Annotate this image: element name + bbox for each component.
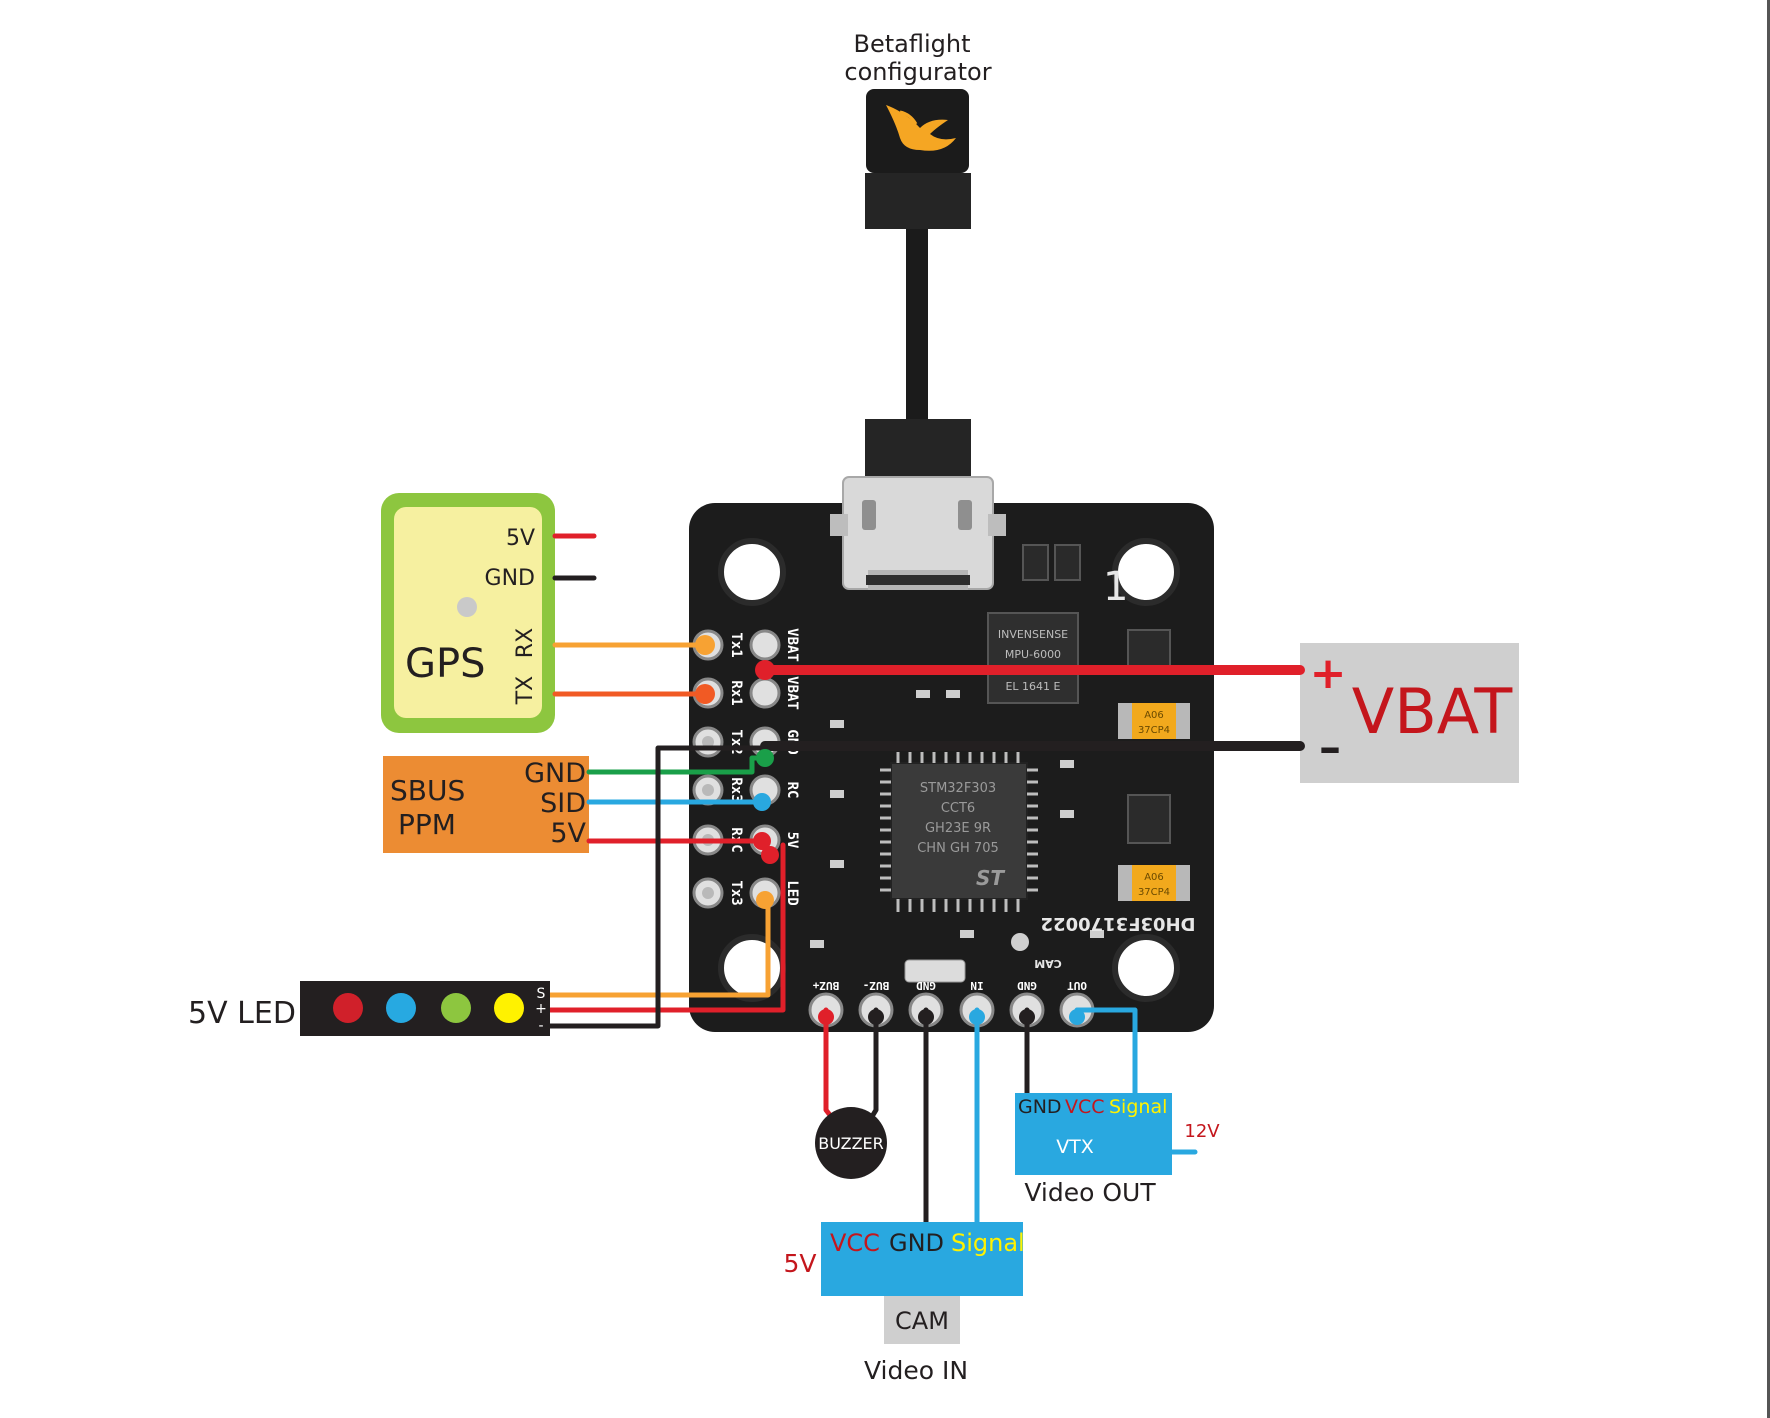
led-pin-s: S bbox=[537, 986, 546, 1002]
receiver-line1: SBUS bbox=[390, 774, 465, 807]
gps-module: GPS 5V GND RX TX bbox=[381, 493, 555, 733]
camera-caption: Video IN bbox=[864, 1356, 968, 1385]
capacitor-code: 37CP4 bbox=[1138, 887, 1170, 898]
buzzer: BUZZER bbox=[815, 1107, 887, 1179]
vbat-minus-icon: – bbox=[1319, 722, 1341, 773]
wire-vtx-signal bbox=[1074, 1007, 1138, 1096]
receiver-pin-gnd: GND bbox=[524, 758, 586, 789]
capacitor-label: A06 bbox=[1144, 872, 1164, 883]
board-arrow-mark: 1 bbox=[1103, 564, 1128, 610]
wire-endpoints bbox=[695, 635, 1085, 1025]
configurator-title-line1: Betaflight bbox=[854, 30, 971, 58]
pin-label-video-in: IN bbox=[970, 979, 983, 992]
mcu-label-line3: GH23E 9R bbox=[925, 821, 991, 836]
mounting-hole bbox=[1112, 538, 1180, 606]
pin-label-rc: RC bbox=[784, 782, 800, 799]
pin-label-buz-plus: BUZ+ bbox=[812, 979, 839, 992]
wire-led-power bbox=[547, 842, 786, 1013]
usb-plug-bottom bbox=[865, 419, 971, 477]
imu-chip: INVENSENSE MPU-6000 EL 1641 E bbox=[987, 612, 1079, 704]
mcu-label-line2: CCT6 bbox=[941, 801, 975, 816]
led-dot-yellow bbox=[494, 993, 524, 1023]
camera-title: CAM bbox=[895, 1307, 949, 1335]
mcu-label-line1: STM32F303 bbox=[920, 781, 996, 796]
vtx-pin-vcc: VCC bbox=[1065, 1096, 1105, 1118]
vbat-label: VBAT bbox=[1352, 675, 1514, 748]
vtx-pin-signal: Signal bbox=[1109, 1096, 1167, 1118]
buzzer-label: BUZZER bbox=[818, 1134, 884, 1153]
pin-label-rx3: Rx3 bbox=[728, 777, 744, 802]
pin-label-rx1: Rx1 bbox=[728, 680, 744, 705]
capacitor-label: A06 bbox=[1144, 710, 1164, 721]
camera-module: VCC GND Signal 5V CAM Video IN bbox=[783, 1222, 1025, 1385]
pin-label-vbat2: VBAT bbox=[784, 676, 800, 710]
configurator-title-line2: configurator bbox=[844, 58, 991, 86]
st-logo-icon: ST bbox=[976, 866, 1005, 890]
led-label: 5V LED bbox=[188, 996, 296, 1031]
camera-pin-gnd: GND bbox=[889, 1229, 944, 1257]
board-serial: DH03F3170022 bbox=[1040, 913, 1195, 934]
mcu-label-line4: CHN GH 705 bbox=[917, 841, 999, 856]
vbat-plus-icon: + bbox=[1310, 648, 1347, 699]
mounting-hole bbox=[718, 538, 786, 606]
imu-label-line2: MPU-6000 bbox=[1005, 648, 1061, 661]
capacitor: A06 37CP4 bbox=[1118, 703, 1190, 739]
led-pin-plus: + bbox=[535, 1001, 547, 1017]
pin-label-buz-minus: BUZ- bbox=[863, 979, 890, 992]
camera-body bbox=[884, 1296, 960, 1344]
gps-title: GPS bbox=[405, 641, 486, 687]
usb-cable bbox=[906, 229, 928, 419]
led-pin-minus: - bbox=[538, 1018, 543, 1034]
capacitor: A06 37CP4 bbox=[1118, 865, 1190, 901]
camera-voltage: 5V bbox=[783, 1249, 816, 1278]
pin-label-5v: 5V bbox=[784, 832, 800, 849]
capacitor-code: 37CP4 bbox=[1138, 725, 1170, 736]
mcu-chip: STM32F303 CCT6 GH23E 9R CHN GH 705 ST bbox=[880, 752, 1038, 912]
wires bbox=[547, 533, 1305, 1226]
configurator-group: Betaflight configurator bbox=[844, 30, 992, 517]
led-dot-green bbox=[441, 993, 471, 1023]
wire-led-signal bbox=[547, 897, 771, 998]
pin-label-tx3: Tx3 bbox=[728, 880, 744, 905]
gps-pin-tx: TX bbox=[513, 676, 538, 706]
gps-pin-rx: RX bbox=[513, 628, 538, 658]
gps-pin-5v: 5V bbox=[506, 526, 535, 551]
imu-label-line3: EL 1641 E bbox=[1005, 680, 1060, 693]
battery-connector: VBAT + – bbox=[1300, 643, 1519, 783]
pin-label-bottom-gnd1: GND bbox=[916, 979, 936, 992]
buzzer-icon bbox=[815, 1107, 887, 1179]
receiver-line2: PPM bbox=[398, 808, 456, 841]
receiver-pin-5v: 5V bbox=[550, 818, 586, 849]
vtx-module: GND VCC Signal VTX 12V Video OUT bbox=[1015, 1093, 1220, 1207]
pin-label-tx1: Tx1 bbox=[728, 632, 744, 657]
camera-pin-signal: Signal bbox=[951, 1229, 1025, 1257]
camera-pin-vcc: VCC bbox=[830, 1229, 880, 1257]
vtx-caption: Video OUT bbox=[1024, 1178, 1156, 1207]
vtx-title: VTX bbox=[1056, 1136, 1094, 1158]
led-strip: 5V LED S + - bbox=[188, 981, 550, 1036]
imu-label-line1: INVENSENSE bbox=[998, 628, 1068, 641]
pin-label-bottom-gnd2: GND bbox=[1017, 979, 1037, 992]
bee-logo-icon bbox=[886, 105, 956, 151]
pin-label-tx2: Tx2 bbox=[728, 729, 744, 754]
mounting-hole bbox=[1112, 934, 1180, 1002]
mounting-hole bbox=[718, 934, 786, 1002]
vtx-voltage: 12V bbox=[1184, 1121, 1220, 1142]
pin-label-vbat1: VBAT bbox=[784, 628, 800, 662]
gps-pin-gnd: GND bbox=[485, 566, 535, 591]
micro-usb-port bbox=[830, 476, 1006, 590]
vtx-pin-gnd: GND bbox=[1018, 1096, 1062, 1118]
pin-label-led: LED bbox=[784, 880, 800, 905]
page-edge bbox=[1767, 0, 1770, 1418]
led-dot-red bbox=[333, 993, 363, 1023]
pin-label-video-out: OUT bbox=[1067, 979, 1087, 992]
wire-led-ground bbox=[547, 745, 768, 1029]
led-dot-blue bbox=[386, 993, 416, 1023]
usb-plug-top bbox=[865, 173, 971, 229]
gps-antenna-dot bbox=[457, 597, 477, 617]
receiver-module: SBUS PPM GND SID 5V bbox=[383, 756, 589, 853]
board-cam-mark: CAM bbox=[1034, 957, 1062, 970]
receiver-pin-sid: SID bbox=[540, 788, 586, 819]
